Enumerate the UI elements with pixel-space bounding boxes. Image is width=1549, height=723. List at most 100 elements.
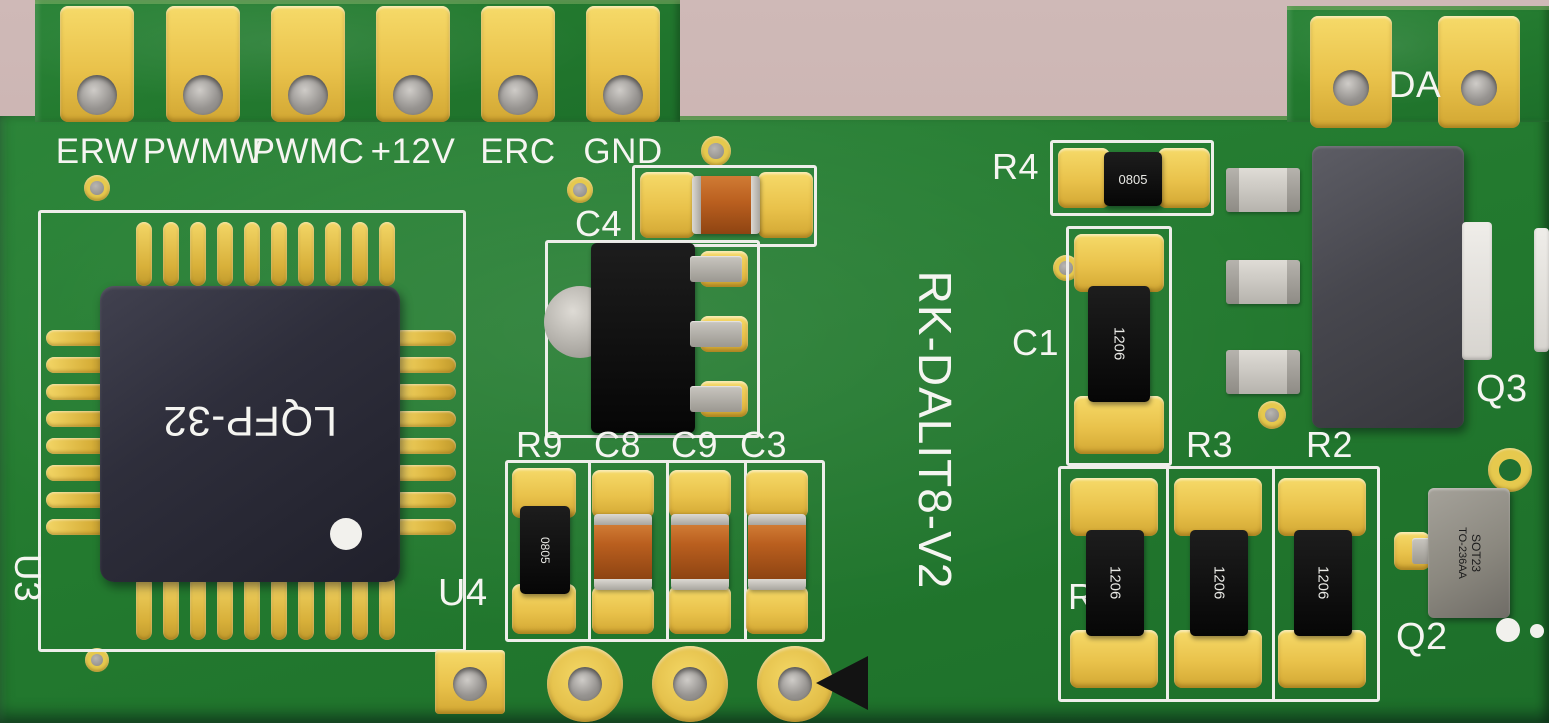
chip-pin <box>46 357 108 373</box>
pad-hole <box>453 667 487 701</box>
chip-pin <box>325 222 341 286</box>
smd-terminal <box>1226 168 1239 212</box>
smd-terminal <box>1287 350 1300 394</box>
capacitor-terminal <box>671 579 729 590</box>
c9-pad <box>669 470 731 518</box>
chip-pin <box>394 519 456 535</box>
chip-pin <box>46 411 108 427</box>
capacitor-dielectric <box>671 525 729 579</box>
r6-pad <box>1070 630 1158 688</box>
smd-body <box>1239 260 1287 304</box>
c9-capacitor-body <box>671 514 729 590</box>
chip-pin <box>271 576 287 640</box>
r3-marking: 1206 <box>1210 566 1228 600</box>
q2-marking-line1: SOT23 <box>1469 533 1483 572</box>
smd-terminal <box>1287 168 1300 212</box>
r6-pad <box>1070 478 1158 536</box>
pad-hole <box>778 667 812 701</box>
regulator-pin <box>690 386 742 412</box>
chip-pin <box>46 492 108 508</box>
connector-hole <box>498 75 538 115</box>
capacitor-dielectric <box>701 176 751 234</box>
c8-pad <box>592 586 654 634</box>
r4-pad <box>1058 148 1110 208</box>
u4-ref-label: U4 <box>438 572 488 614</box>
chip-pin <box>136 222 152 286</box>
chip-pin <box>379 222 395 286</box>
r3-pad <box>1174 630 1262 688</box>
smd-passive <box>1226 350 1300 394</box>
r6-marking: 1206 <box>1106 566 1124 600</box>
chip-pin <box>352 576 368 640</box>
c8-ref-label: C8 <box>594 424 642 465</box>
r2-pad <box>1278 630 1366 688</box>
silkscreen-divider <box>1166 466 1169 702</box>
r4-pad <box>1158 148 1210 208</box>
chip-pin <box>394 465 456 481</box>
da-label: DA <box>1388 64 1442 105</box>
capacitor-terminal <box>671 514 729 525</box>
chip-pin <box>394 438 456 454</box>
chip-pin <box>46 438 108 454</box>
via-ring <box>1488 448 1532 492</box>
r6-resistor-body: 1206 <box>1086 530 1144 636</box>
c9-pad <box>669 586 731 634</box>
c4-ref-label: C4 <box>575 203 623 244</box>
smd-terminal <box>1226 260 1239 304</box>
connector-hole <box>183 75 223 115</box>
c1-marking: 1206 <box>1110 327 1128 361</box>
chip-pin <box>217 576 233 640</box>
c8-capacitor-body <box>594 514 652 590</box>
regulator-pin <box>690 256 742 282</box>
smd-terminal <box>1226 350 1239 394</box>
connector-hole <box>288 75 328 115</box>
r9-resistor-body: 0805 <box>520 506 570 594</box>
chip-pin <box>325 576 341 640</box>
chip-pin <box>394 492 456 508</box>
c8-pad <box>592 470 654 518</box>
r3-pad <box>1174 478 1262 536</box>
smd-body <box>1239 350 1287 394</box>
c1-pad <box>1074 396 1164 454</box>
r4-resistor-body: 0805 <box>1104 152 1162 206</box>
r3-resistor-body: 1206 <box>1190 530 1248 636</box>
chip-pin <box>244 576 260 640</box>
capacitor-terminal <box>594 514 652 525</box>
pad-hole <box>673 667 707 701</box>
c4-capacitor-body <box>692 176 760 234</box>
regulator-pin <box>690 321 742 347</box>
passive-row-silkscreen <box>505 460 825 642</box>
pad-hole <box>568 667 602 701</box>
polarity-arrow <box>816 656 868 710</box>
q2-ref-label: Q2 <box>1396 616 1448 658</box>
q2-transistor-body: SOT23 TO-236AA <box>1428 488 1510 618</box>
r4-silkscreen-outline <box>1050 140 1214 216</box>
c1-pad <box>1074 234 1164 292</box>
chip-pin <box>46 330 108 346</box>
connector-hole <box>603 75 643 115</box>
connector-hole <box>77 75 117 115</box>
chip-pin <box>394 330 456 346</box>
chip-pin <box>352 222 368 286</box>
via <box>1258 401 1286 429</box>
r4-marking: 0805 <box>1118 171 1148 187</box>
chip-pin <box>394 357 456 373</box>
connector-hole <box>393 75 433 115</box>
via <box>701 136 731 166</box>
c4-pad <box>640 172 695 238</box>
capacitor-terminal <box>751 176 760 234</box>
connector-label-pwmc: PWMC <box>251 132 365 171</box>
u3-package-marking: LQFP-32 <box>163 398 337 445</box>
q3-tab <box>1462 222 1492 360</box>
c3-capacitor-body <box>748 514 806 590</box>
chip-pin <box>244 222 260 286</box>
capacitor-dielectric <box>748 525 806 579</box>
c3-pad <box>746 586 808 634</box>
c3-ref-label: C3 <box>740 424 788 465</box>
r2-ref-label: R2 <box>1306 424 1354 465</box>
silkscreen-dot <box>1530 624 1544 638</box>
via <box>84 175 110 201</box>
chip-pin <box>190 576 206 640</box>
chip-pin <box>271 222 287 286</box>
